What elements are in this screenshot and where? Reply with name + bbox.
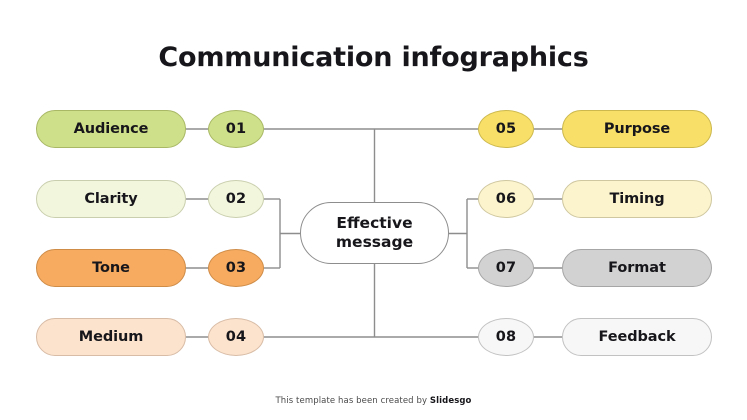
footer-brand: Slidesgo: [429, 396, 472, 406]
step-badge-01[interactable]: 01: [208, 110, 264, 148]
topic-pill-label: Tone: [92, 259, 130, 276]
step-badge-number: 06: [495, 190, 517, 207]
topic-pill-audience[interactable]: Audience: [36, 110, 186, 148]
step-badge-number: 08: [495, 328, 517, 345]
step-badge-number: 07: [495, 259, 517, 276]
topic-pill-label: Clarity: [84, 190, 138, 207]
step-badge-06[interactable]: 06: [478, 180, 534, 218]
footer-credit: This template has been created by Slides…: [0, 396, 747, 406]
topic-pill-format[interactable]: Format: [562, 249, 712, 287]
step-badge-04[interactable]: 04: [208, 318, 264, 356]
topic-pill-clarity[interactable]: Clarity: [36, 180, 186, 218]
step-badge-number: 05: [495, 120, 517, 137]
step-badge-03[interactable]: 03: [208, 249, 264, 287]
topic-pill-medium[interactable]: Medium: [36, 318, 186, 356]
footer-prefix: This template has been created by: [275, 396, 430, 406]
topic-pill-label: Audience: [73, 120, 149, 137]
step-badge-number: 04: [225, 328, 247, 345]
center-hub[interactable]: Effective message: [300, 202, 449, 264]
page-title: Communication infographics: [158, 42, 589, 73]
step-badge-number: 03: [225, 259, 247, 276]
step-badge-05[interactable]: 05: [478, 110, 534, 148]
step-badge-08[interactable]: 08: [478, 318, 534, 356]
topic-pill-label: Medium: [78, 328, 144, 345]
topic-pill-timing[interactable]: Timing: [562, 180, 712, 218]
step-badge-02[interactable]: 02: [208, 180, 264, 218]
hub-text-line-2: message: [335, 233, 414, 251]
step-badge-number: 01: [225, 120, 247, 137]
step-badge-number: 02: [225, 190, 247, 207]
step-badge-07[interactable]: 07: [478, 249, 534, 287]
topic-pill-purpose[interactable]: Purpose: [562, 110, 712, 148]
topic-pill-label: Feedback: [598, 328, 676, 345]
topic-pill-tone[interactable]: Tone: [36, 249, 186, 287]
topic-pill-label: Timing: [609, 190, 665, 207]
hub-text: Effective message: [336, 214, 413, 253]
topic-pill-feedback[interactable]: Feedback: [562, 318, 712, 356]
topic-pill-label: Purpose: [603, 120, 671, 137]
hub-text-line-1: Effective: [336, 213, 413, 232]
topic-pill-label: Format: [608, 259, 666, 276]
